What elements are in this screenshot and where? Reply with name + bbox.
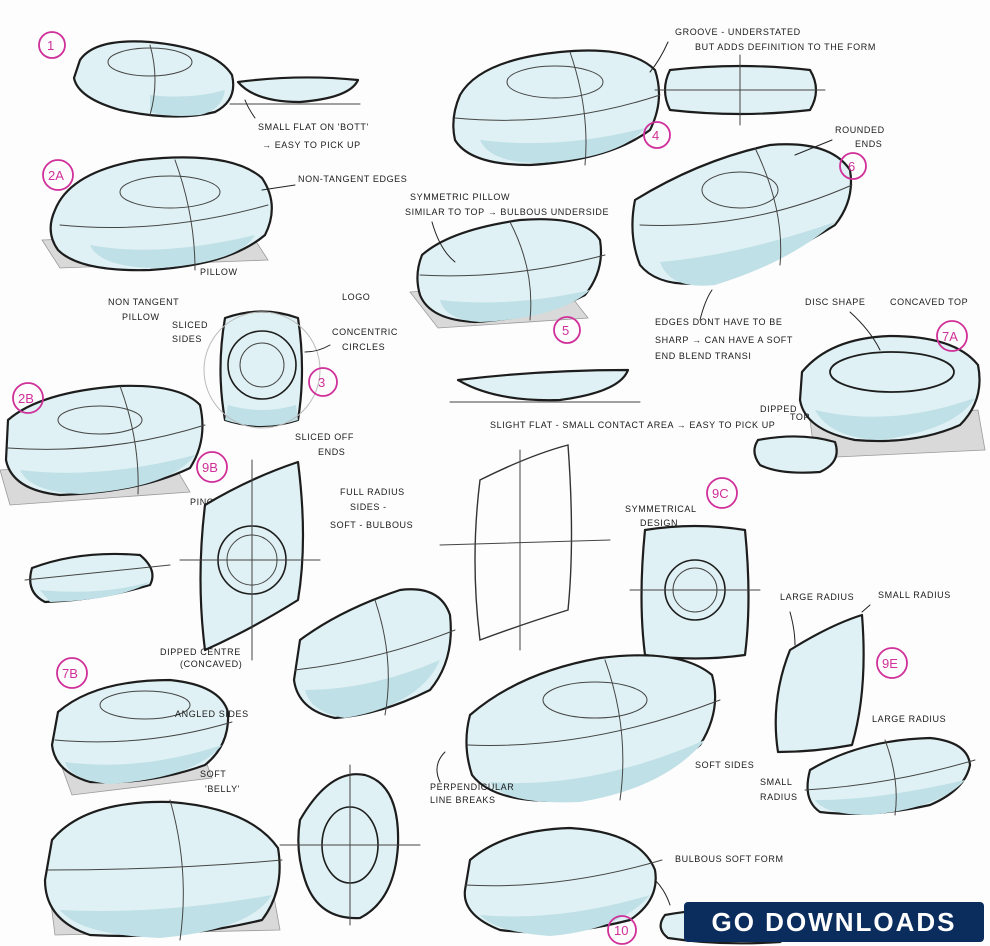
- label-circle-7b: [56, 657, 88, 689]
- watermark-text: GO DOWNLOADS: [711, 906, 957, 937]
- note-perpendicular-1: PERPENDICULAR: [430, 782, 514, 792]
- sketch-6: [631, 143, 853, 286]
- note-soft-sides: SOFT SIDES: [695, 760, 754, 770]
- sketch-soft-sides: [465, 654, 721, 803]
- note-sliced-sides-2: SIDES: [172, 334, 202, 344]
- note-small-radius: SMALL RADIUS: [878, 590, 951, 600]
- note-groove-2: BUT ADDS DEFINITION TO THE FORM: [695, 42, 876, 52]
- label-9b: 9B: [202, 460, 218, 475]
- note-soft-belly-1: SOFT: [200, 769, 226, 779]
- note-full-radius-2: SIDES -: [350, 502, 387, 512]
- label-circle-9c: [706, 477, 738, 509]
- label-circle-10: [607, 915, 637, 945]
- note-bulbous-soft-form: BULBOUS SOFT FORM: [675, 854, 784, 864]
- label-2b: 2B: [18, 391, 34, 406]
- note-easy-pick: → EASY TO PICK UP: [262, 140, 361, 150]
- note-symmetrical-1: SYMMETRICAL: [625, 504, 697, 514]
- note-full-radius-1: FULL RADIUS: [340, 487, 405, 497]
- note-small-radius-2b: RADIUS: [760, 792, 798, 802]
- sketch-2b: [0, 384, 206, 506]
- note-groove-1: GROOVE - UNDERSTATED: [675, 27, 801, 37]
- note-non-tangent-pillow-2: PILLOW: [122, 312, 160, 322]
- label-1: 1: [47, 38, 54, 53]
- sketch-wireframe: [439, 444, 611, 651]
- sketch-9e: [774, 613, 976, 816]
- note-large-radius-2: LARGE RADIUS: [872, 714, 946, 724]
- note-slight-flat: SLIGHT FLAT - SMALL CONTACT AREA → EASY …: [490, 420, 775, 430]
- note-dipped-centre-2: (CONCAVED): [180, 659, 242, 669]
- note-concentric-2: CIRCLES: [342, 342, 385, 352]
- note-edges-1: EDGES DONT HAVE TO BE: [655, 317, 782, 327]
- note-perpendicular-2: LINE BREAKS: [430, 795, 496, 805]
- note-concentric-1: CONCENTRIC: [332, 327, 398, 337]
- sketch-7a: [753, 334, 986, 474]
- label-circle-9b: [196, 451, 228, 483]
- sketch-5: [409, 218, 641, 403]
- note-small-radius-2a: SMALL: [760, 777, 793, 787]
- sketch-small-soap: [24, 552, 171, 604]
- note-sliced-sides-1: SLICED: [172, 320, 208, 330]
- label-5: 5: [562, 323, 569, 338]
- label-6: 6: [848, 159, 855, 174]
- note-similar-top: SIMILAR TO TOP → BULBOUS UNDERSIDE: [405, 207, 609, 217]
- sketch-9c: [629, 524, 761, 660]
- label-9e: 9E: [882, 656, 898, 671]
- label-10: 10: [614, 923, 628, 938]
- label-9c: 9C: [712, 486, 729, 501]
- note-sliced-off-1: SLICED OFF: [295, 432, 354, 442]
- label-circle-3: [308, 367, 338, 397]
- note-non-tangent-edges: NON-TANGENT EDGES: [298, 174, 407, 184]
- label-3: 3: [318, 375, 325, 390]
- label-7a: 7A: [942, 329, 958, 344]
- label-4: 4: [652, 128, 659, 143]
- sketch-7b: [50, 678, 233, 796]
- leader-lines: [244, 41, 881, 906]
- sketch-3: [203, 310, 321, 429]
- note-angled-sides: ANGLED SIDES: [175, 709, 249, 719]
- label-circle-2b: [12, 382, 44, 414]
- note-disc-shape: DISC SHAPE: [805, 297, 866, 307]
- note-large-radius: LARGE RADIUS: [780, 592, 854, 602]
- sketch-bottom-pillow: [43, 799, 283, 941]
- note-logo: LOGO: [342, 292, 370, 302]
- watermark-logo: GO DOWNLOADS: [684, 902, 984, 942]
- label-circle-4: [643, 121, 671, 149]
- sketch-4: [452, 49, 826, 167]
- note-dipped-1: DIPPED: [760, 404, 797, 414]
- note-small-flat: SMALL FLAT ON 'BOTT': [258, 122, 369, 132]
- sketch-9b: [179, 459, 321, 661]
- label-circle-5: [553, 316, 581, 344]
- note-dipped-2: TOP: [790, 412, 810, 422]
- sketch-oval: [279, 764, 421, 926]
- note-dipped-centre-1: DIPPED CENTRE: [160, 647, 241, 657]
- note-non-tangent-pillow-1: NON TANGENT: [108, 297, 179, 307]
- label-circle-6: [839, 152, 867, 180]
- note-concave-top: CONCAVED TOP: [890, 297, 968, 307]
- label-circle-9e: [876, 647, 908, 679]
- note-edges-3: END BLEND TRANSI: [655, 351, 751, 361]
- note-rounded-ends-2: ENDS: [855, 139, 882, 149]
- label-circle-7a: [936, 320, 968, 352]
- label-circle-1: [38, 31, 66, 59]
- sketch-tilted-pillow: [292, 588, 456, 720]
- note-sliced-off-2: ENDS: [318, 447, 345, 457]
- note-symmetrical-2: DESIGN: [640, 518, 678, 528]
- note-rounded-ends-1: ROUNDED: [835, 125, 885, 135]
- sketch-1: [72, 40, 361, 118]
- label-7b: 7B: [62, 666, 78, 681]
- note-soft-belly-2: 'BELLY': [205, 784, 240, 794]
- note-pillow: PILLOW: [200, 267, 238, 277]
- label-circle-2a: [42, 159, 74, 191]
- note-symmetric-pillow: SYMMETRIC PILLOW: [410, 192, 510, 202]
- note-edges-2: SHARP → CAN HAVE A SOFT: [655, 335, 793, 345]
- label-2a: 2A: [48, 168, 64, 183]
- note-full-radius-3: SOFT - BULBOUS: [330, 520, 413, 530]
- sketch-2a: [41, 156, 273, 272]
